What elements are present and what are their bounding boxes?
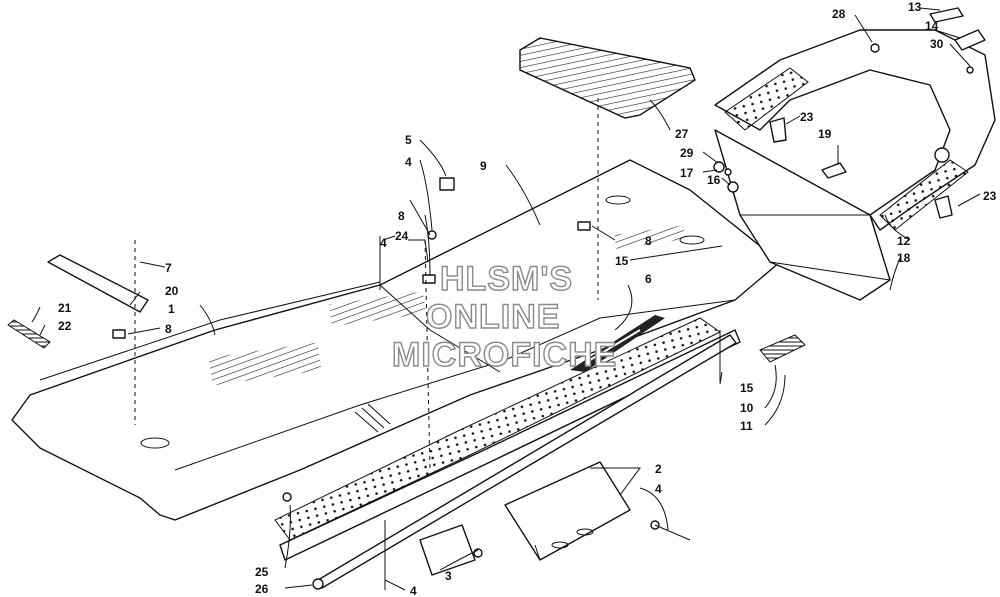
callout-10: 10: [740, 401, 754, 415]
callout-5: 5: [405, 133, 412, 147]
watermark-line-2: ONLINE: [426, 298, 560, 336]
callout-4-c: 4: [655, 482, 662, 496]
left-rail: [47, 254, 149, 313]
callout-8-b: 8: [398, 209, 405, 223]
running-board: [274, 317, 741, 590]
callout-8-c: 8: [645, 234, 652, 248]
fasteners: [112, 7, 986, 590]
callout-28: 28: [832, 7, 846, 21]
callout-25: 25: [255, 565, 269, 579]
callout-13: 13: [908, 0, 922, 14]
callout-9: 9: [480, 159, 487, 173]
callout-23-b: 23: [983, 189, 997, 203]
callout-15-a: 15: [740, 381, 754, 395]
callout-19: 19: [818, 127, 832, 141]
callout-1: 1: [168, 302, 175, 316]
rear-grab-bar: [714, 29, 996, 231]
vent-plate: [759, 334, 806, 363]
footrest-plate: [504, 461, 631, 561]
callout-7: 7: [165, 261, 172, 275]
callout-4-a: 4: [405, 155, 412, 169]
callout-16: 16: [707, 173, 721, 187]
callout-29: 29: [680, 146, 694, 160]
callout-4-b: 4: [410, 584, 417, 597]
watermark-line-1: HLSM'S: [440, 260, 573, 298]
callout-6: 6: [645, 272, 652, 286]
watermark: HLSM'S ONLINE MICROFICHE: [391, 259, 617, 374]
leader-lines: [31, 7, 981, 591]
callout-22: 22: [58, 319, 72, 333]
callout-2: 2: [655, 462, 662, 476]
callout-30: 30: [930, 37, 944, 51]
callout-12: 12: [897, 234, 911, 248]
callout-4-d: 4: [380, 236, 387, 250]
callout-11: 11: [740, 419, 753, 433]
callout-17: 17: [680, 166, 694, 180]
callout-14: 14: [925, 19, 939, 33]
reflector-left: [7, 319, 51, 349]
callout-27: 27: [675, 127, 689, 141]
tunnel-assembly: [11, 159, 781, 521]
callout-21: 21: [58, 301, 72, 315]
decal-stripe: [570, 315, 665, 372]
callout-20: 20: [165, 284, 179, 298]
callouts: 1 2 3 4 4 4 4 5 6 7 8 8 8 9 10 11 12 13 …: [58, 0, 997, 597]
seat-pad: [519, 37, 696, 119]
callout-24: 24: [395, 229, 409, 243]
callout-3: 3: [445, 569, 452, 583]
callout-15-b: 15: [615, 254, 629, 268]
callout-8-a: 8: [165, 322, 172, 336]
callout-23-a: 23: [800, 110, 814, 124]
callout-18: 18: [897, 251, 911, 265]
callout-26: 26: [255, 582, 269, 596]
plate-3: [419, 524, 476, 576]
watermark-line-3: MICROFICHE: [392, 336, 617, 374]
